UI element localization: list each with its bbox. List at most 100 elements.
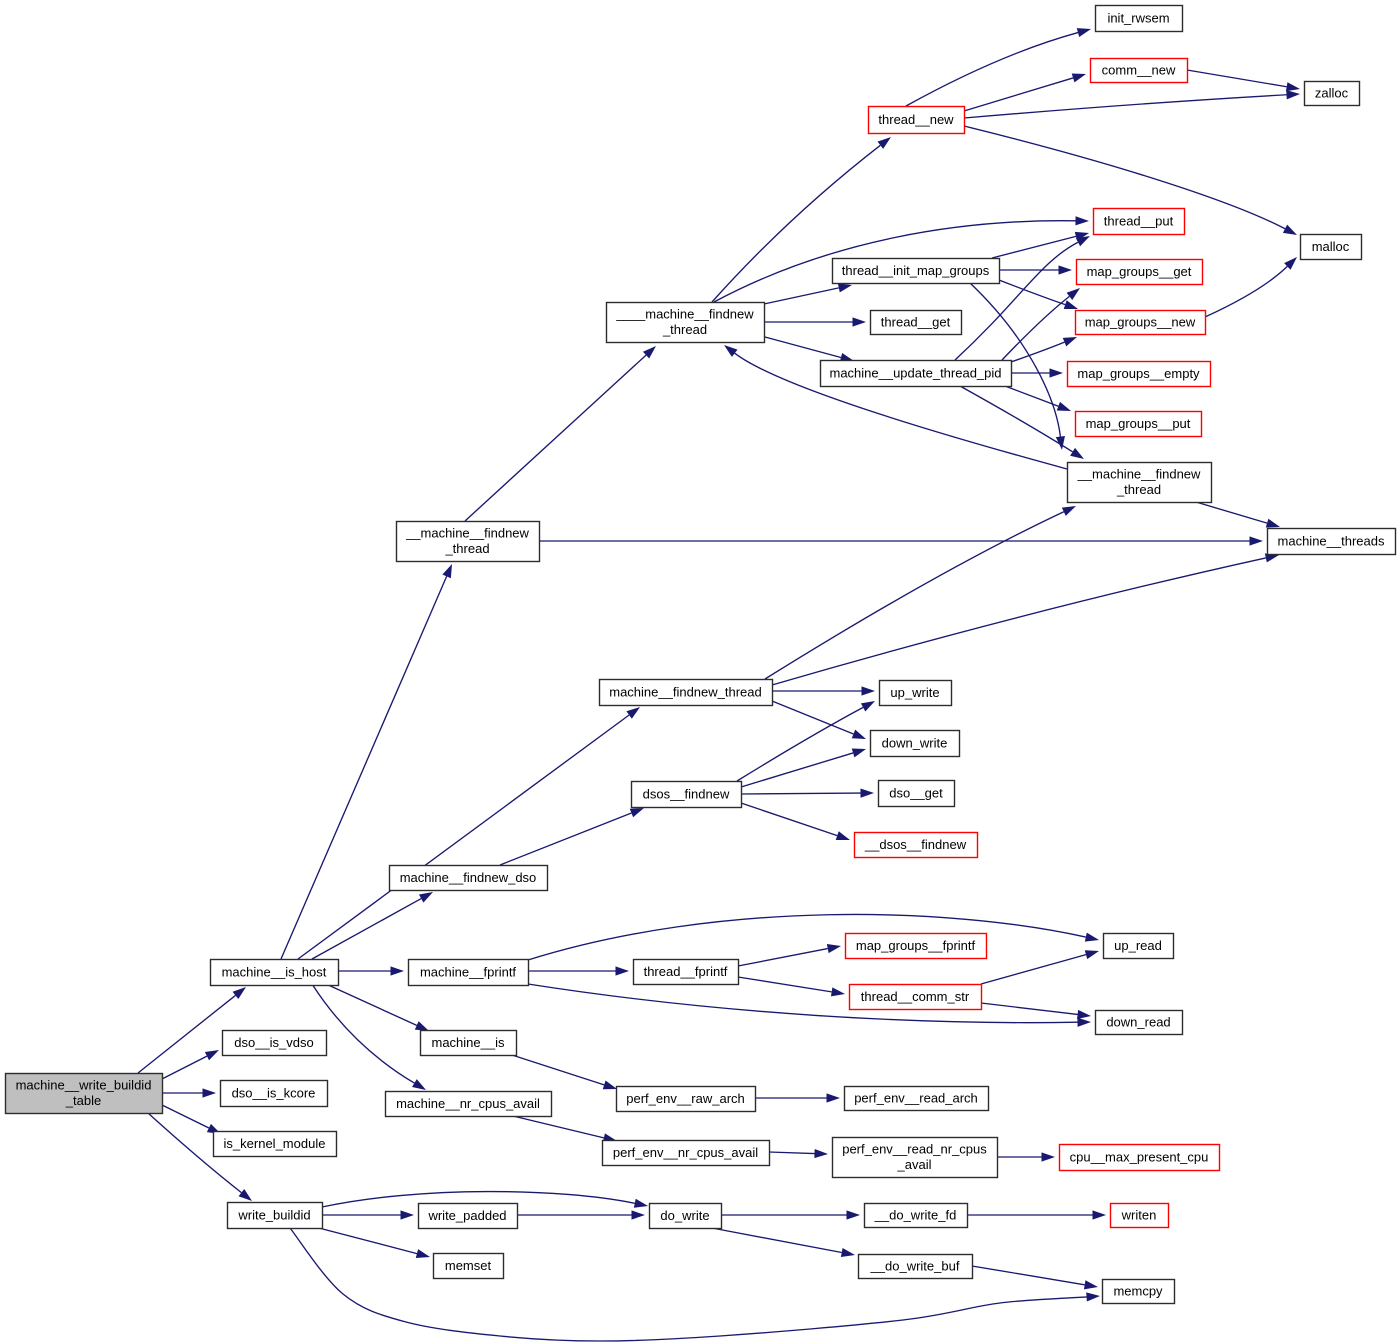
node-box-malloc[interactable] [1299, 233, 1363, 261]
node-box-machine__update_thread_pid[interactable] [819, 359, 1013, 388]
node-box-thread__get[interactable] [869, 309, 963, 336]
node-__do_write_fd[interactable]: __do_write_fd [863, 1202, 969, 1229]
node-dso__is_vdso[interactable]: dso__is_vdso [221, 1029, 328, 1057]
node-box-perf_env__raw_arch[interactable] [615, 1085, 757, 1113]
node-box-map_groups__new[interactable] [1074, 309, 1207, 336]
node-box-machine__fprintf[interactable] [407, 958, 530, 987]
node-do_write[interactable]: do_write [648, 1202, 723, 1230]
node-box-cpu__max_present_cpu[interactable] [1058, 1143, 1221, 1172]
node-box-thread__comm_str[interactable] [848, 983, 983, 1011]
node-comm__new[interactable]: comm__new [1089, 57, 1189, 84]
node-box-perf_env__nr_cpus_avail[interactable] [601, 1139, 771, 1167]
node-box-init_rwsem[interactable] [1094, 4, 1184, 33]
node-__dsos__findnew[interactable]: __dsos__findnew [853, 831, 979, 859]
node-cpu__max_present_cpu[interactable]: cpu__max_present_cpu [1058, 1143, 1221, 1172]
node-box-thread__init_map_groups[interactable] [831, 257, 1001, 285]
node-dso__is_kcore[interactable]: dso__is_kcore [219, 1079, 329, 1108]
node-box-dso__get[interactable] [877, 779, 956, 808]
node-__machine__findnew_thread_b[interactable]: __machine__findnew_thread [1066, 461, 1213, 504]
node-box-write_padded[interactable] [417, 1202, 519, 1230]
node-box-map_groups__get[interactable] [1075, 258, 1204, 286]
node-box-machine__is[interactable] [419, 1029, 518, 1057]
node-box-thread__new[interactable] [867, 105, 966, 135]
node-box-writen[interactable] [1109, 1202, 1170, 1229]
node-box-do_write[interactable] [648, 1202, 723, 1230]
node-thread__init_map_groups[interactable]: thread__init_map_groups [831, 257, 1001, 285]
node-box-machine__write_buildid_table[interactable] [4, 1072, 164, 1115]
node-machine__threads[interactable]: machine__threads [1266, 527, 1397, 556]
node-is_kernel_module[interactable]: is_kernel_module [212, 1130, 338, 1158]
node-box-perf_env__read_nr_cpus_avail[interactable] [831, 1136, 999, 1179]
node-machine__findnew_thread[interactable]: machine__findnew_thread [598, 678, 774, 707]
node-perf_env__read_nr_cpus_avail[interactable]: perf_env__read_nr_cpus_avail [831, 1136, 999, 1179]
node-machine__is_host[interactable]: machine__is_host [209, 958, 340, 987]
node-write_buildid[interactable]: write_buildid [226, 1201, 324, 1230]
node-map_groups__fprintf[interactable]: map_groups__fprintf [844, 932, 988, 960]
node-box-zalloc[interactable] [1303, 80, 1361, 107]
node-box-dsos__findnew[interactable] [630, 780, 743, 809]
node-memcpy[interactable]: memcpy [1101, 1278, 1176, 1305]
node-machine__write_buildid_table[interactable]: machine__write_buildid_table [4, 1072, 164, 1115]
node-box-dso__is_kcore[interactable] [219, 1079, 329, 1108]
node-down_read[interactable]: down_read [1094, 1009, 1184, 1036]
node-init_rwsem[interactable]: init_rwsem [1094, 4, 1184, 33]
node-__machine__findnew_thread_a[interactable]: __machine__findnew_thread [395, 520, 541, 563]
node-box-write_buildid[interactable] [226, 1201, 324, 1230]
node-box-map_groups__empty[interactable] [1066, 360, 1212, 388]
node-up_write[interactable]: up_write [878, 679, 953, 707]
node-box-memset[interactable] [432, 1252, 505, 1280]
node-map_groups__get[interactable]: map_groups__get [1075, 258, 1204, 286]
node-box-machine__findnew_dso[interactable] [388, 864, 549, 892]
node-box-machine__findnew_thread[interactable] [598, 678, 774, 707]
node-thread__get[interactable]: thread__get [869, 309, 963, 336]
node-perf_env__nr_cpus_avail[interactable]: perf_env__nr_cpus_avail [601, 1139, 771, 1167]
node-box-____machine__findnew_thread[interactable] [605, 301, 766, 344]
node-machine__fprintf[interactable]: machine__fprintf [407, 958, 530, 987]
node-memset[interactable]: memset [432, 1252, 505, 1280]
node-box-map_groups__fprintf[interactable] [844, 932, 988, 960]
node-machine__update_thread_pid[interactable]: machine__update_thread_pid [819, 359, 1013, 388]
node-box-__dsos__findnew[interactable] [853, 831, 979, 859]
node-perf_env__raw_arch[interactable]: perf_env__raw_arch [615, 1085, 757, 1113]
node-box-__machine__findnew_thread_b[interactable] [1066, 461, 1213, 504]
node-thread__new[interactable]: thread__new [867, 105, 966, 135]
node-box-dso__is_vdso[interactable] [221, 1029, 328, 1057]
node-machine__is[interactable]: machine__is [419, 1029, 518, 1057]
node-box-machine__threads[interactable] [1266, 527, 1397, 556]
node-box-machine__nr_cpus_avail[interactable] [384, 1090, 553, 1118]
node-perf_env__read_arch[interactable]: perf_env__read_arch [843, 1085, 990, 1112]
node-box-down_write[interactable] [869, 729, 961, 758]
node-dso__get[interactable]: dso__get [877, 779, 956, 808]
node-box-memcpy[interactable] [1101, 1278, 1176, 1305]
node-thread__comm_str[interactable]: thread__comm_str [848, 983, 983, 1011]
node-box-__do_write_buf[interactable] [857, 1253, 974, 1280]
node-zalloc[interactable]: zalloc [1303, 80, 1361, 107]
node-box-up_read[interactable] [1102, 932, 1175, 960]
node-machine__findnew_dso[interactable]: machine__findnew_dso [388, 864, 549, 892]
node-box-thread__put[interactable] [1092, 207, 1186, 236]
node-box-up_write[interactable] [878, 679, 953, 707]
node-dsos__findnew[interactable]: dsos__findnew [630, 780, 743, 809]
node-box-thread__fprintf[interactable] [632, 958, 740, 986]
node-____machine__findnew_thread[interactable]: ____machine__findnew_thread [605, 301, 766, 344]
node-box-__machine__findnew_thread_a[interactable] [395, 520, 541, 563]
node-up_read[interactable]: up_read [1102, 932, 1175, 960]
node-__do_write_buf[interactable]: __do_write_buf [857, 1253, 974, 1280]
node-box-__do_write_fd[interactable] [863, 1202, 969, 1229]
node-down_write[interactable]: down_write [869, 729, 961, 758]
node-box-comm__new[interactable] [1089, 57, 1189, 84]
node-box-machine__is_host[interactable] [209, 958, 340, 987]
node-box-perf_env__read_arch[interactable] [843, 1085, 990, 1112]
node-machine__nr_cpus_avail[interactable]: machine__nr_cpus_avail [384, 1090, 553, 1118]
node-box-is_kernel_module[interactable] [212, 1130, 338, 1158]
node-malloc[interactable]: malloc [1299, 233, 1363, 261]
node-map_groups__new[interactable]: map_groups__new [1074, 309, 1207, 336]
node-box-down_read[interactable] [1094, 1009, 1184, 1036]
node-map_groups__put[interactable]: map_groups__put [1074, 410, 1203, 438]
node-box-map_groups__put[interactable] [1074, 410, 1203, 438]
node-thread__fprintf[interactable]: thread__fprintf [632, 958, 740, 986]
node-write_padded[interactable]: write_padded [417, 1202, 519, 1230]
node-map_groups__empty[interactable]: map_groups__empty [1066, 360, 1212, 388]
node-writen[interactable]: writen [1109, 1202, 1170, 1229]
node-thread__put[interactable]: thread__put [1092, 207, 1186, 236]
